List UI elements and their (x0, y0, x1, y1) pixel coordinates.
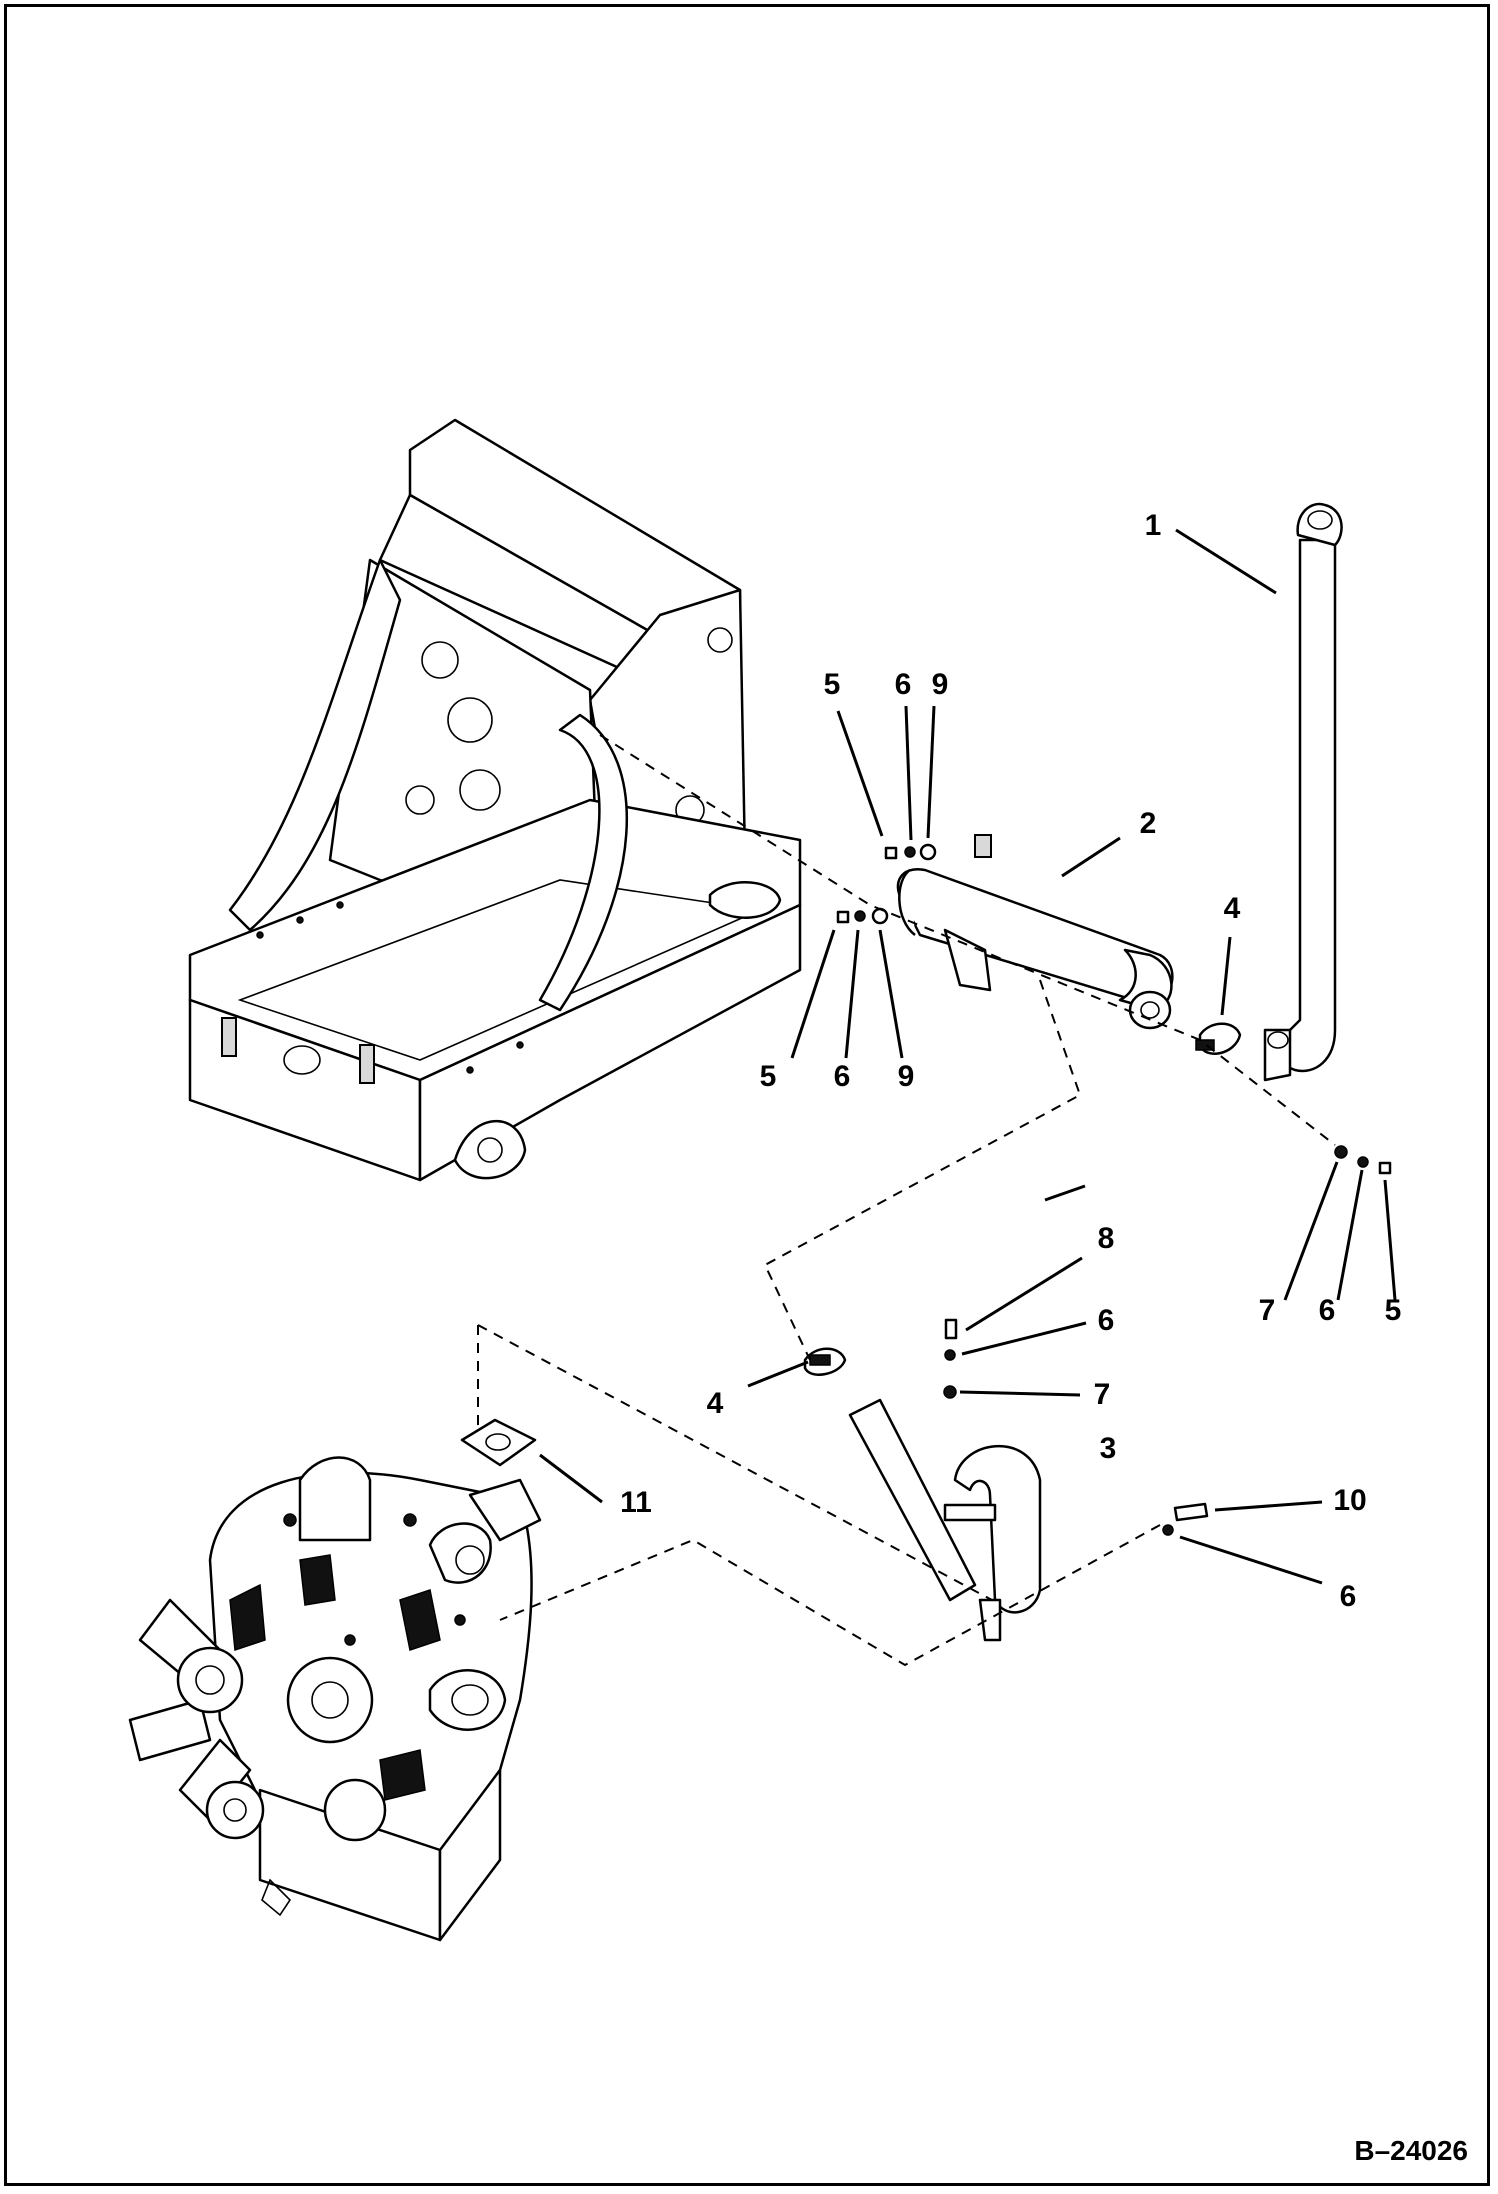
callout-4a: 4 (1224, 892, 1241, 925)
callout-3: 3 (1100, 1432, 1117, 1465)
exhaust-stack (1263, 502, 1343, 1082)
callout-labels: 1 2 3 4 4 5 5 5 6 6 6 6 6 7 7 8 9 9 10 1… (620, 509, 1401, 1613)
callout-9a: 9 (932, 668, 949, 701)
callout-2: 2 (1140, 807, 1157, 840)
drawing-id: B–24026 (1354, 2135, 1468, 2166)
callout-7b: 7 (1259, 1294, 1276, 1327)
callout-8: 8 (1098, 1222, 1115, 1255)
callout-5c: 5 (1385, 1294, 1402, 1327)
leader-lines (539, 528, 1397, 1585)
callout-1: 1 (1145, 509, 1162, 542)
callout-11: 11 (620, 1486, 652, 1519)
chassis-frame (188, 418, 802, 1182)
callout-5b: 5 (760, 1060, 777, 1093)
muffler (896, 834, 1174, 1030)
assembly-lines (477, 734, 1336, 1667)
callout-5a: 5 (824, 668, 841, 701)
callout-6a: 6 (895, 668, 912, 701)
callout-6c: 6 (1319, 1294, 1336, 1327)
callout-6b: 6 (834, 1060, 851, 1093)
exhaust-pipe (848, 1398, 1042, 1642)
clamp-lower (803, 1347, 847, 1376)
callout-9b: 9 (898, 1060, 915, 1093)
callout-6e: 6 (1340, 1580, 1357, 1613)
gasket (460, 1418, 537, 1467)
callout-6d: 6 (1098, 1304, 1115, 1337)
callout-4b: 4 (707, 1387, 724, 1420)
callout-7a: 7 (1094, 1378, 1111, 1411)
hardware (836, 843, 1392, 1536)
engine (128, 1456, 542, 1942)
clamp-upper (1195, 1022, 1242, 1055)
callout-10: 10 (1333, 1484, 1366, 1517)
